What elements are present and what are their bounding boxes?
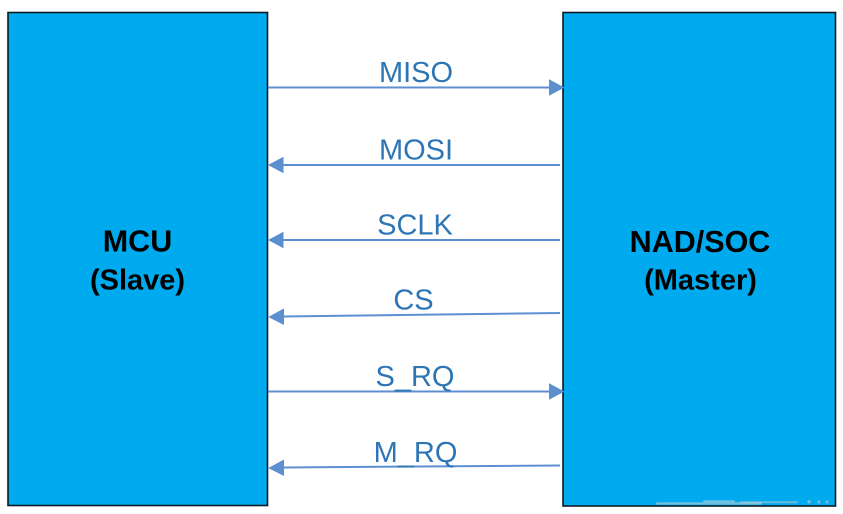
svg-text:SCLK: SCLK bbox=[377, 210, 453, 242]
svg-text:NAD/SOC: NAD/SOC bbox=[630, 225, 771, 259]
svg-text:MOSI: MOSI bbox=[379, 135, 453, 167]
svg-text:(Master): (Master) bbox=[644, 265, 757, 297]
svg-text:CS: CS bbox=[393, 285, 433, 317]
svg-text:MISO: MISO bbox=[379, 57, 453, 89]
svg-text:S_RQ: S_RQ bbox=[376, 361, 455, 393]
svg-text:(Slave): (Slave) bbox=[90, 265, 185, 297]
svg-text:M_RQ: M_RQ bbox=[374, 437, 458, 469]
svg-text:MCU: MCU bbox=[103, 225, 172, 259]
